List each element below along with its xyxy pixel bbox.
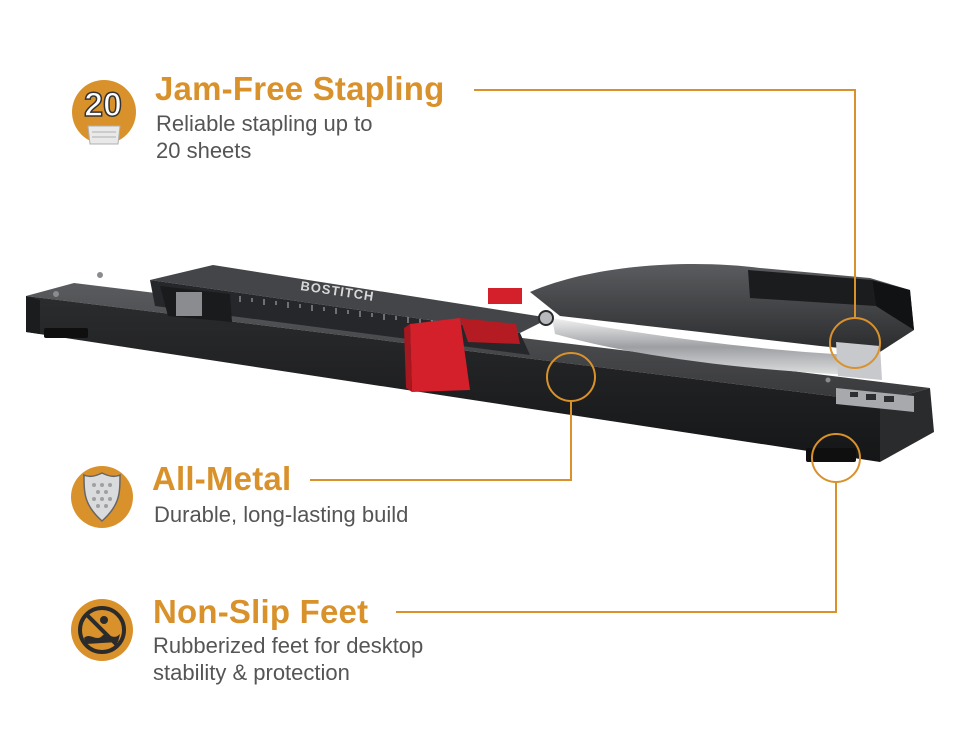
feature-description: Durable, long-lasting build bbox=[154, 501, 408, 528]
callout-lines bbox=[310, 89, 881, 613]
feature-description-line: stability & protection bbox=[153, 660, 350, 685]
feature-description-line: Rubberized feet for desktop bbox=[153, 633, 424, 658]
feature-description-line: Reliable stapling up to bbox=[156, 111, 373, 136]
feature-description: Rubberized feet for desktop stability & … bbox=[153, 632, 423, 686]
callout-metal-ring bbox=[546, 352, 596, 402]
stapler: BOSTITCH bbox=[26, 263, 934, 462]
callout-jam-line bbox=[474, 89, 856, 318]
no-slip-icon bbox=[71, 599, 133, 661]
sheets-count-label: 20 bbox=[84, 86, 122, 124]
callout-metal-line bbox=[310, 401, 572, 481]
feature-title: All-Metal bbox=[152, 460, 292, 497]
chrome-spine bbox=[552, 318, 880, 376]
red-paper-guide bbox=[410, 318, 470, 392]
rubber-foot-left bbox=[44, 328, 88, 338]
feature-title: Jam-Free Stapling bbox=[155, 70, 445, 107]
stapler-arm-top bbox=[150, 265, 550, 333]
feature-title: Non-Slip Feet bbox=[153, 593, 369, 630]
rear-red-tab bbox=[488, 288, 522, 304]
feature-description-line: Durable, long-lasting build bbox=[154, 502, 409, 527]
feature-description: Reliable stapling up to 20 sheets bbox=[156, 110, 372, 164]
callout-feet-ring bbox=[811, 433, 861, 483]
rubber-foot-right bbox=[806, 448, 856, 462]
sheets-20-icon: 20 bbox=[72, 80, 136, 145]
callout-feet-line bbox=[396, 482, 837, 613]
metal-shield-icon bbox=[71, 466, 133, 528]
callout-jam-ring bbox=[829, 317, 881, 369]
feature-description-line: 20 sheets bbox=[156, 138, 252, 163]
